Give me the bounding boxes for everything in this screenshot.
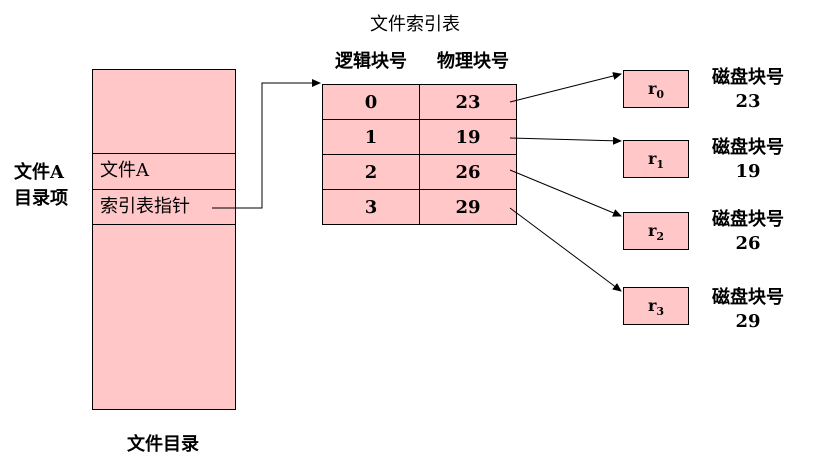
disk-block-r0: r0 xyxy=(623,70,689,108)
arrow-to-r1 xyxy=(509,136,622,145)
disk-block-subscript: 3 xyxy=(656,305,665,319)
disk-block-number: 29 xyxy=(735,311,761,332)
arrow-to-r2 xyxy=(509,169,622,217)
disk-block-number: 26 xyxy=(735,233,761,254)
disk-block-subscript: 2 xyxy=(656,230,665,244)
index-table: 0 23 1 19 2 26 3 29 xyxy=(322,84,517,225)
physical-block-header: 物理块号 xyxy=(437,51,509,72)
disk-block-label: 磁盘块号 26 xyxy=(702,208,794,256)
index-pointer-arrow xyxy=(212,79,321,209)
logical-block-header: 逻辑块号 xyxy=(335,51,407,72)
disk-block-r2: r2 xyxy=(623,212,689,250)
disk-block-r1: r1 xyxy=(623,140,689,178)
arrow-to-r3 xyxy=(509,207,622,292)
logical-block-cell: 3 xyxy=(322,189,420,225)
index-row: 3 29 xyxy=(322,189,517,225)
disk-block-label: 磁盘块号 23 xyxy=(702,66,794,114)
index-row: 0 23 xyxy=(322,84,517,120)
arrow-to-r0 xyxy=(509,72,622,103)
disk-block-name: r xyxy=(647,221,657,240)
physical-block-cell: 29 xyxy=(419,189,517,225)
disk-block-label-text: 磁盘块号 xyxy=(712,209,784,230)
disk-block-name: r xyxy=(647,79,657,98)
disk-block-number: 19 xyxy=(735,161,761,182)
file-directory-box xyxy=(92,69,236,410)
disk-block-label-text: 磁盘块号 xyxy=(712,67,784,88)
physical-block-cell: 19 xyxy=(419,119,517,155)
file-directory-caption: 文件目录 xyxy=(127,434,199,455)
disk-block-name: r xyxy=(647,296,657,315)
disk-block-label: 磁盘块号 19 xyxy=(702,136,794,184)
disk-block-label-text: 磁盘块号 xyxy=(712,137,784,158)
index-row: 1 19 xyxy=(322,119,517,155)
logical-block-cell: 2 xyxy=(322,154,420,190)
directory-row-pointer: 索引表指针 xyxy=(92,189,236,225)
directory-entry-label-line2: 目录项 xyxy=(14,188,68,209)
logical-block-cell: 0 xyxy=(322,84,420,120)
disk-block-label-text: 磁盘块号 xyxy=(712,287,784,308)
disk-block-subscript: 1 xyxy=(656,158,665,172)
disk-block-name: r xyxy=(647,149,657,168)
disk-block-r3: r3 xyxy=(623,287,689,325)
disk-block-label: 磁盘块号 29 xyxy=(702,286,794,334)
index-table-title: 文件索引表 xyxy=(370,14,460,35)
logical-block-cell: 1 xyxy=(322,119,420,155)
directory-row-file: 文件A xyxy=(92,153,236,189)
directory-entry-label-line1: 文件A xyxy=(14,162,64,183)
disk-block-subscript: 0 xyxy=(656,88,665,102)
disk-block-number: 23 xyxy=(735,91,761,112)
